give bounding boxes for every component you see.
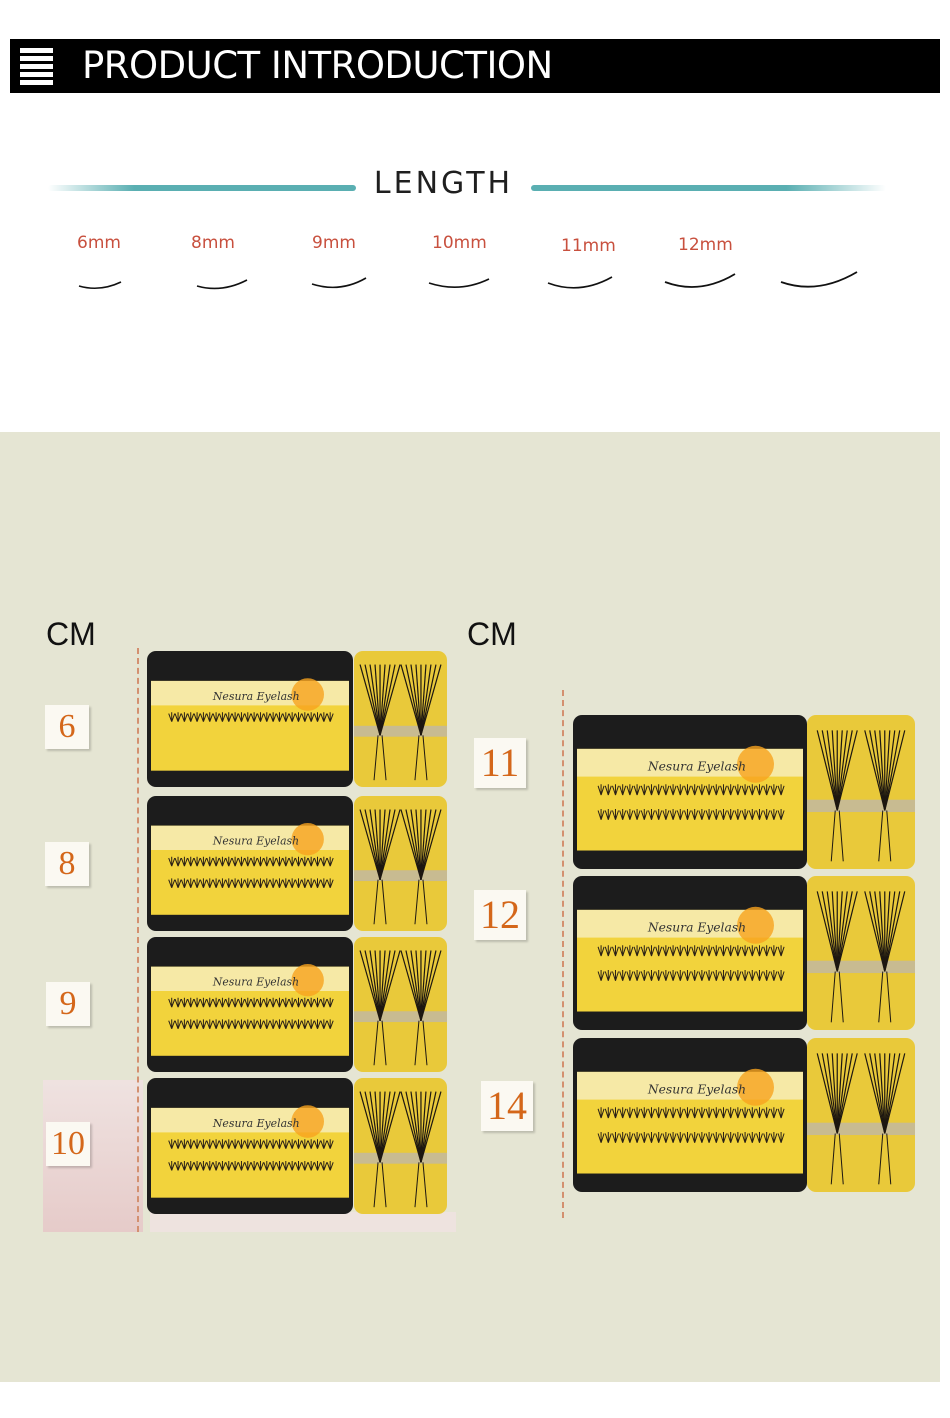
svg-text:Nesura Eyelash: Nesura Eyelash: [212, 835, 299, 848]
svg-text:Nesura Eyelash: Nesura Eyelash: [647, 759, 746, 773]
lash-curl-illustrations: [78, 271, 858, 290]
lash-closeup-photo-14: [807, 1038, 915, 1192]
lash-box-photo-10: Nesura Eyelash: [147, 1078, 353, 1214]
svg-text:Nesura Eyelash: Nesura Eyelash: [212, 976, 299, 989]
size-tag-14: 14: [481, 1081, 533, 1131]
size-tag-10: 10: [46, 1122, 90, 1166]
length-divider-right: [531, 185, 886, 191]
length-label-12mm: 12mm: [678, 235, 733, 255]
size-tag-8: 8: [45, 842, 89, 886]
right-dashed-guide: [562, 690, 564, 1218]
length-divider-left: [48, 185, 356, 191]
lash-box-photo-12: Nesura Eyelash: [573, 876, 807, 1030]
length-label-10mm: 10mm: [432, 233, 487, 253]
lash-box-photo-11: Nesura Eyelash: [573, 715, 807, 869]
lash-closeup-photo-8: [354, 796, 447, 931]
length-label-11mm: 11mm: [561, 236, 616, 256]
length-label-6mm: 6mm: [77, 233, 121, 253]
svg-text:Nesura Eyelash: Nesura Eyelash: [647, 920, 746, 934]
left-dashed-guide: [137, 648, 139, 1232]
left-unit-label: CM: [46, 616, 96, 652]
length-label-9mm: 9mm: [312, 233, 356, 253]
lash-box-photo-9: Nesura Eyelash: [147, 937, 353, 1072]
svg-text:Nesura Eyelash: Nesura Eyelash: [212, 1117, 300, 1130]
svg-text:Nesura Eyelash: Nesura Eyelash: [212, 690, 300, 703]
lash-closeup-photo-9: [354, 937, 447, 1072]
lash-closeup-photo-11: [807, 715, 915, 869]
right-unit-label: CM: [467, 616, 517, 652]
length-label-8mm: 8mm: [191, 233, 235, 253]
svg-text:Nesura Eyelash: Nesura Eyelash: [647, 1082, 746, 1096]
header-title: PRODUCT INTRODUCTION: [82, 44, 553, 87]
background-swatch-strip: [150, 1212, 456, 1232]
lash-box-photo-14: Nesura Eyelash: [573, 1038, 807, 1192]
size-tag-12: 12: [474, 890, 526, 940]
size-tag-6: 6: [45, 705, 89, 749]
lash-closeup-photo-12: [807, 876, 915, 1030]
lash-closeup-photo-6: [354, 651, 447, 787]
menu-icon: [20, 48, 53, 86]
size-tag-9: 9: [46, 982, 90, 1026]
lash-box-photo-6: Nesura Eyelash: [147, 651, 353, 787]
lash-box-photo-8: Nesura Eyelash: [147, 796, 353, 931]
section-header: PRODUCT INTRODUCTION: [10, 39, 940, 93]
length-title: LENGTH: [373, 166, 514, 201]
size-tag-11: 11: [474, 738, 526, 788]
lash-closeup-photo-10: [354, 1078, 447, 1214]
